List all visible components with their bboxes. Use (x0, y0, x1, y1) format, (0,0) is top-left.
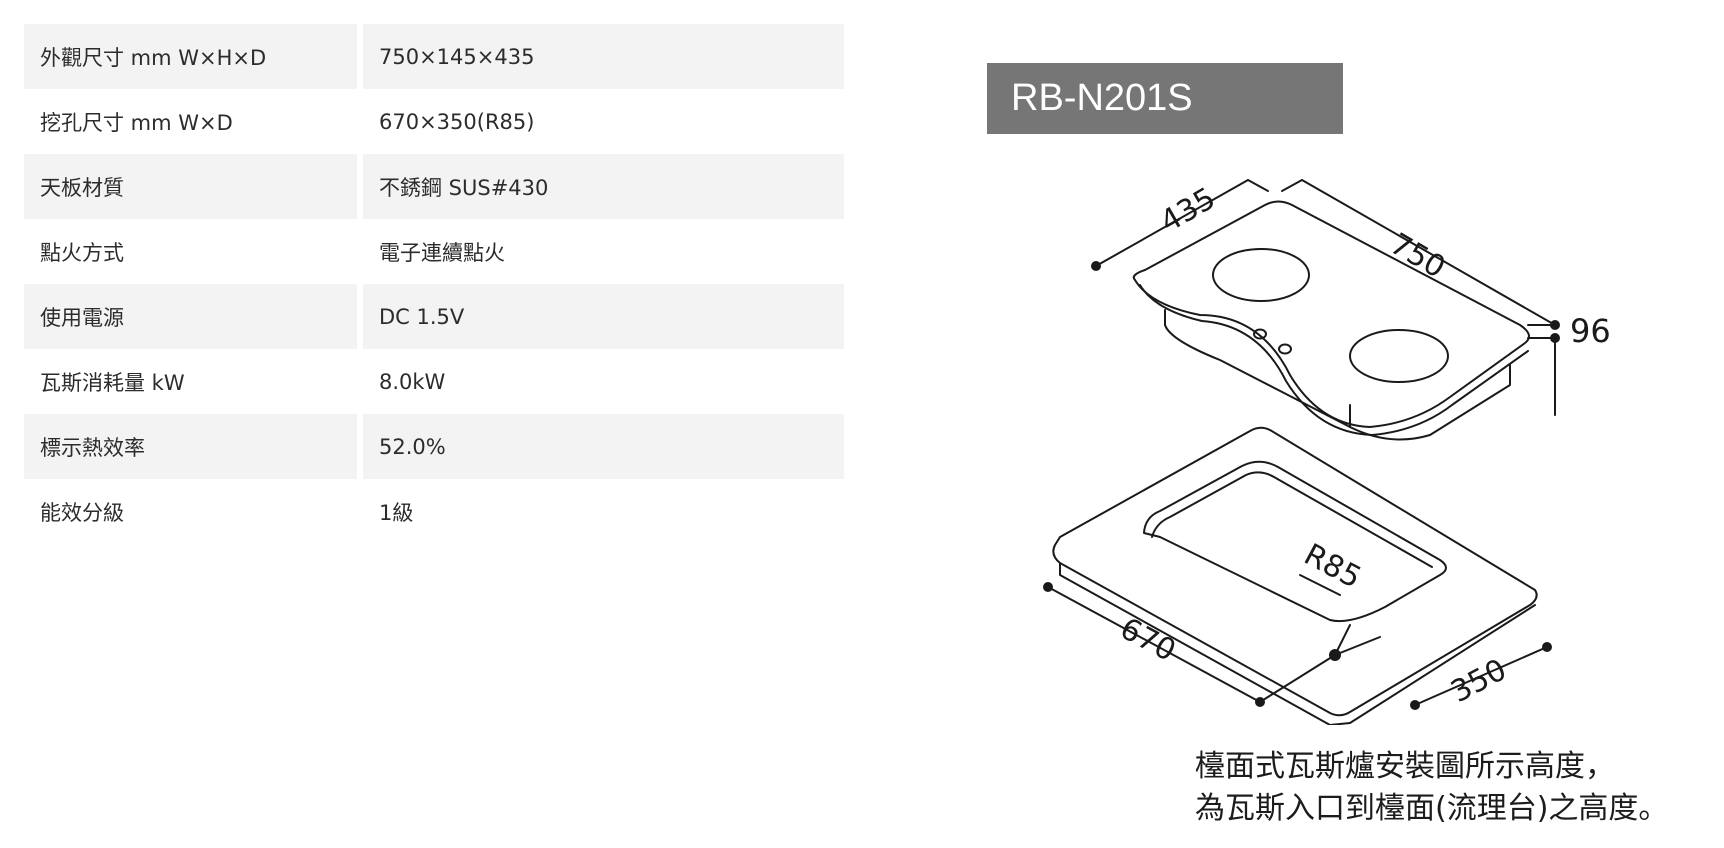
installation-diagram: 435 750 96 R85 670 350 (1043, 179, 1611, 725)
spec-row: 能效分級 1級 (24, 479, 844, 544)
dim-width-label: 750 (1384, 227, 1451, 286)
spec-label: 瓦斯消耗量 kW (40, 370, 185, 395)
left-burner-icon (1212, 248, 1310, 302)
spec-value: 8.0kW (379, 369, 446, 394)
cutout-dimensions (1043, 574, 1552, 710)
stove-dimensions (1091, 179, 1560, 416)
knob-icon (1253, 328, 1267, 340)
spec-row: 標示熱效率 52.0% (24, 414, 844, 479)
dim-depth-label: 435 (1155, 181, 1222, 240)
spec-row: 使用電源 DC 1.5V (24, 284, 844, 349)
spec-label: 外觀尺寸 mm W×H×D (24, 24, 357, 89)
cut-depth-label: 350 (1445, 652, 1512, 710)
cut-radius-text: R85 (1298, 537, 1367, 596)
stove-drawing (1132, 200, 1530, 441)
spec-label: 標示熱效率 (24, 414, 357, 479)
spec-label: 使用電源 (24, 284, 357, 349)
spec-label: 點火方式 (40, 240, 124, 265)
spec-row: 瓦斯消耗量 kW 8.0kW (24, 349, 844, 414)
note-line-2: 為瓦斯入口到檯面(流理台)之高度。 (1195, 791, 1669, 826)
spec-row: 外觀尺寸 mm W×H×D 750×145×435 (24, 24, 844, 89)
note-line-1: 檯面式瓦斯爐安裝圖所示高度， (1195, 749, 1615, 784)
spec-table: 外觀尺寸 mm W×H×D 750×145×435 挖孔尺寸 mm W×D 67… (18, 24, 850, 544)
knob-icon (1278, 343, 1292, 355)
spec-row: 點火方式 電子連續點火 (24, 219, 844, 284)
spec-row: 挖孔尺寸 mm W×D 670×350(R85) (24, 89, 844, 154)
spec-row: 天板材質 不銹鋼 SUS#430 (24, 154, 844, 219)
model-title: RB-N201S (987, 63, 1343, 134)
installation-note: 檯面式瓦斯爐安裝圖所示高度， 為瓦斯入口到檯面(流理台)之高度。 (1195, 746, 1668, 830)
spec-value: 1級 (379, 500, 414, 525)
spec-label: 挖孔尺寸 mm W×D (40, 110, 233, 135)
spec-label: 能效分級 (40, 500, 124, 525)
countertop-drawing (1052, 426, 1538, 725)
cut-width-label: 670 (1114, 611, 1181, 669)
spec-value: DC 1.5V (363, 284, 844, 349)
spec-value: 750×145×435 (363, 24, 844, 89)
dim-height-label: 96 (1570, 312, 1611, 350)
spec-value: 670×350(R85) (379, 109, 535, 134)
spec-value: 不銹鋼 SUS#430 (363, 154, 844, 219)
spec-value: 電子連續點火 (379, 240, 505, 265)
spec-value: 52.0% (363, 414, 844, 479)
right-burner-icon (1349, 329, 1449, 383)
spec-label: 天板材質 (24, 154, 357, 219)
